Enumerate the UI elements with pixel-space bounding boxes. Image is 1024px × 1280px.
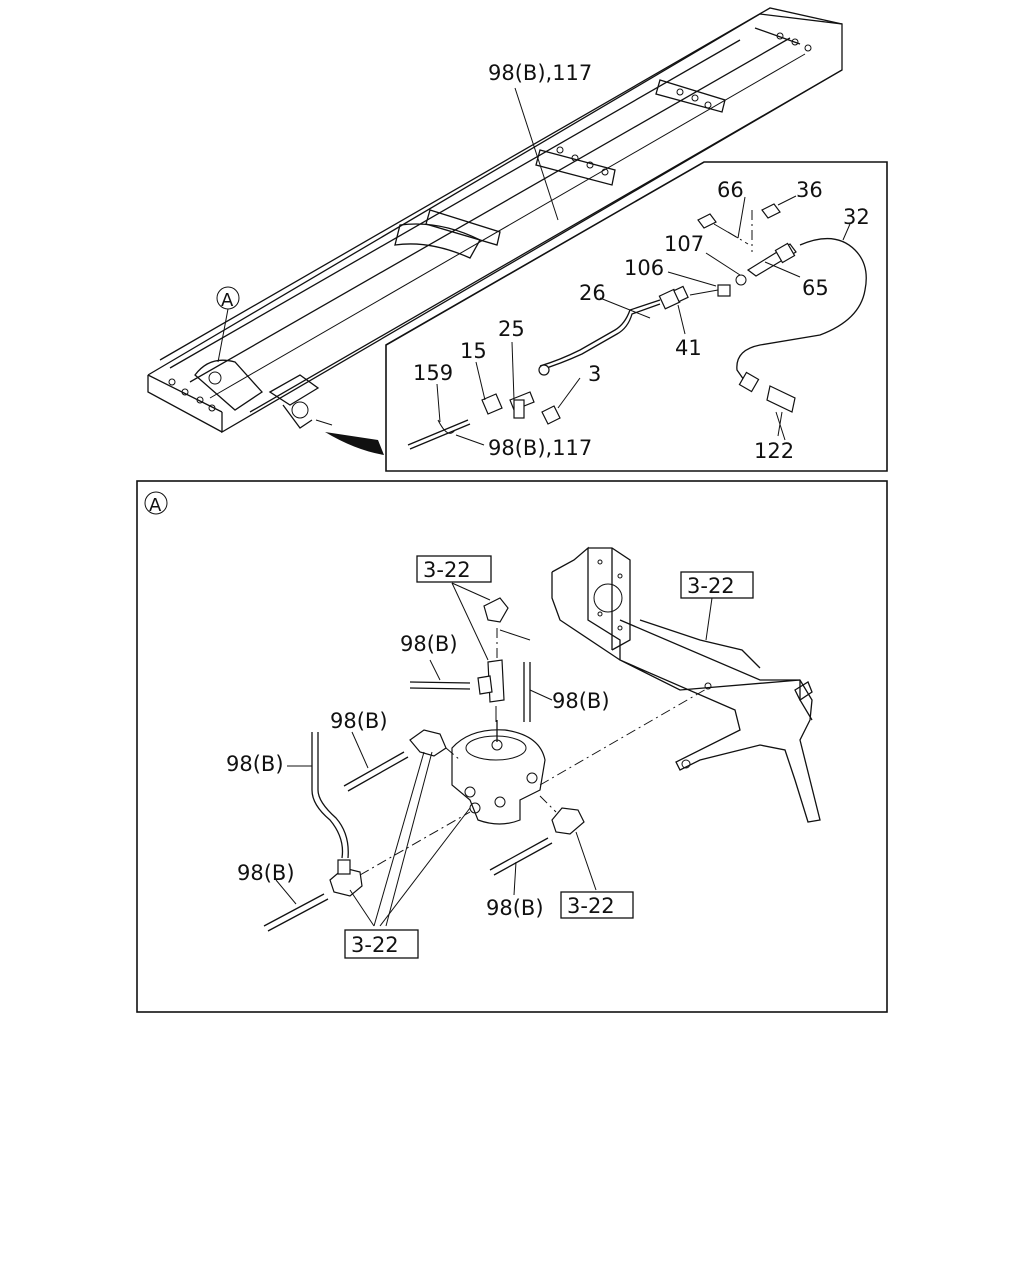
callout-107: 107 [664,232,704,256]
callout-66: 66 [717,178,744,202]
callout-3: 3 [588,362,601,386]
pipe-98b-bent [311,732,349,859]
callout-41: 41 [675,336,702,360]
callout-98b-pipe-lower-left: 98(B) [237,861,295,885]
callout-98b-pipe-lower-right: 98(B) [486,896,544,920]
callout-65: 65 [802,276,829,300]
detail-a-marker-panel: A [149,495,162,516]
ref-3-22-top: 3-22 [423,558,471,582]
callout-25: 25 [498,317,525,341]
callout-159: 159 [413,361,453,385]
callout-26: 26 [579,281,606,305]
inset-arrow [325,432,384,455]
ref-3-22-bracket: 3-22 [687,574,735,598]
callout-106: 106 [624,256,664,280]
frame-holes [168,32,812,412]
pipe-26 [539,299,661,367]
pipe-32 [736,238,867,381]
callout-122: 122 [754,439,794,463]
ref-3-22-bottom: 3-22 [351,933,399,957]
callout-98b-pipe-top: 98(B) [400,632,458,656]
callout-98b-117-top: 98(B),117 [488,61,592,85]
chassis-frame: A [147,7,843,455]
callout-36: 36 [796,178,823,202]
callout-98b-117-inset: 98(B),117 [488,436,592,460]
callout-98b-pipe-vertical: 98(B) [552,689,610,713]
detail-a-marker-small: A [221,290,234,311]
callout-15: 15 [460,339,487,363]
callout-98b-pipe-mid: 98(B) [330,709,388,733]
inset-box [385,161,888,472]
callout-32: 32 [843,205,870,229]
detail-a-panel [136,480,888,1013]
callout-98b-pipe-bent: 98(B) [226,752,284,776]
ref-3-22-right: 3-22 [567,894,615,918]
